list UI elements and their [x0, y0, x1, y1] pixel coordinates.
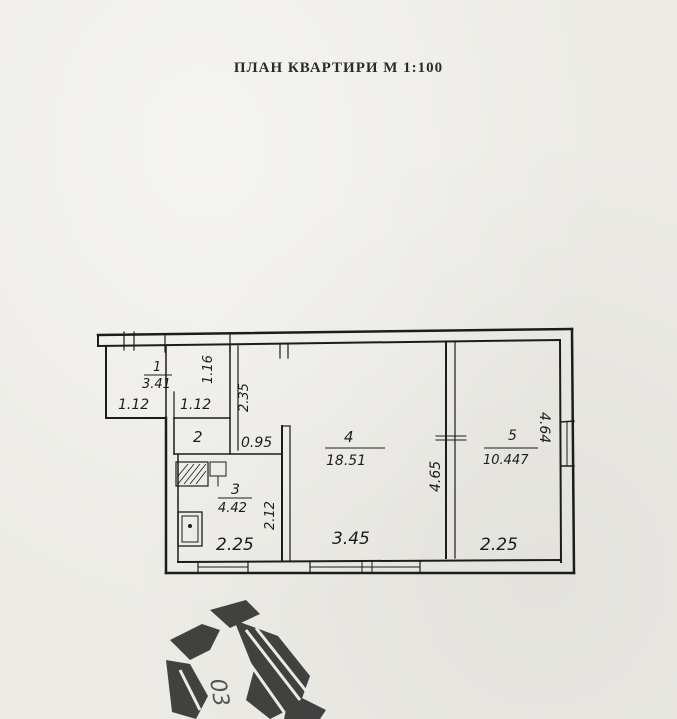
room-1-area: 3.41 [142, 377, 171, 392]
dim-bath-width: 0.95 [241, 435, 272, 451]
room-2-number: 2 [193, 428, 203, 446]
room-3-number: 3 [231, 482, 240, 498]
dim-room-4-width: 3.45 [332, 529, 370, 549]
room-4-number: 4 [344, 428, 354, 446]
dim-kitchen-height: 2.12 [263, 501, 278, 530]
dim-corridor-mid-width: 1.12 [180, 397, 211, 413]
dim-room-5-width: 2.25 [480, 535, 518, 555]
dim-corridor-vertical-b: 2.35 [237, 383, 252, 412]
room-3-area: 4.42 [218, 501, 247, 516]
dim-room-4-height: 4.65 [428, 461, 444, 492]
room-1-number: 1 [153, 360, 161, 375]
stamp-text: 03 [204, 677, 233, 709]
room-4-area: 18.51 [326, 453, 366, 469]
room-5-area: 10.447 [483, 453, 529, 468]
dim-corridor-left-width: 1.12 [118, 397, 149, 413]
room-5-number: 5 [508, 428, 517, 444]
dim-kitchen-width: 2.25 [216, 535, 254, 555]
sink-drain-icon [188, 524, 192, 528]
plan-title: ПЛАН КВАРТИРИ М 1:100 [233, 60, 444, 76]
dim-corridor-vertical-a: 1.16 [201, 355, 216, 384]
dim-room-5-height: 4.64 [536, 412, 552, 443]
ink-stamp: 03 [166, 600, 326, 719]
